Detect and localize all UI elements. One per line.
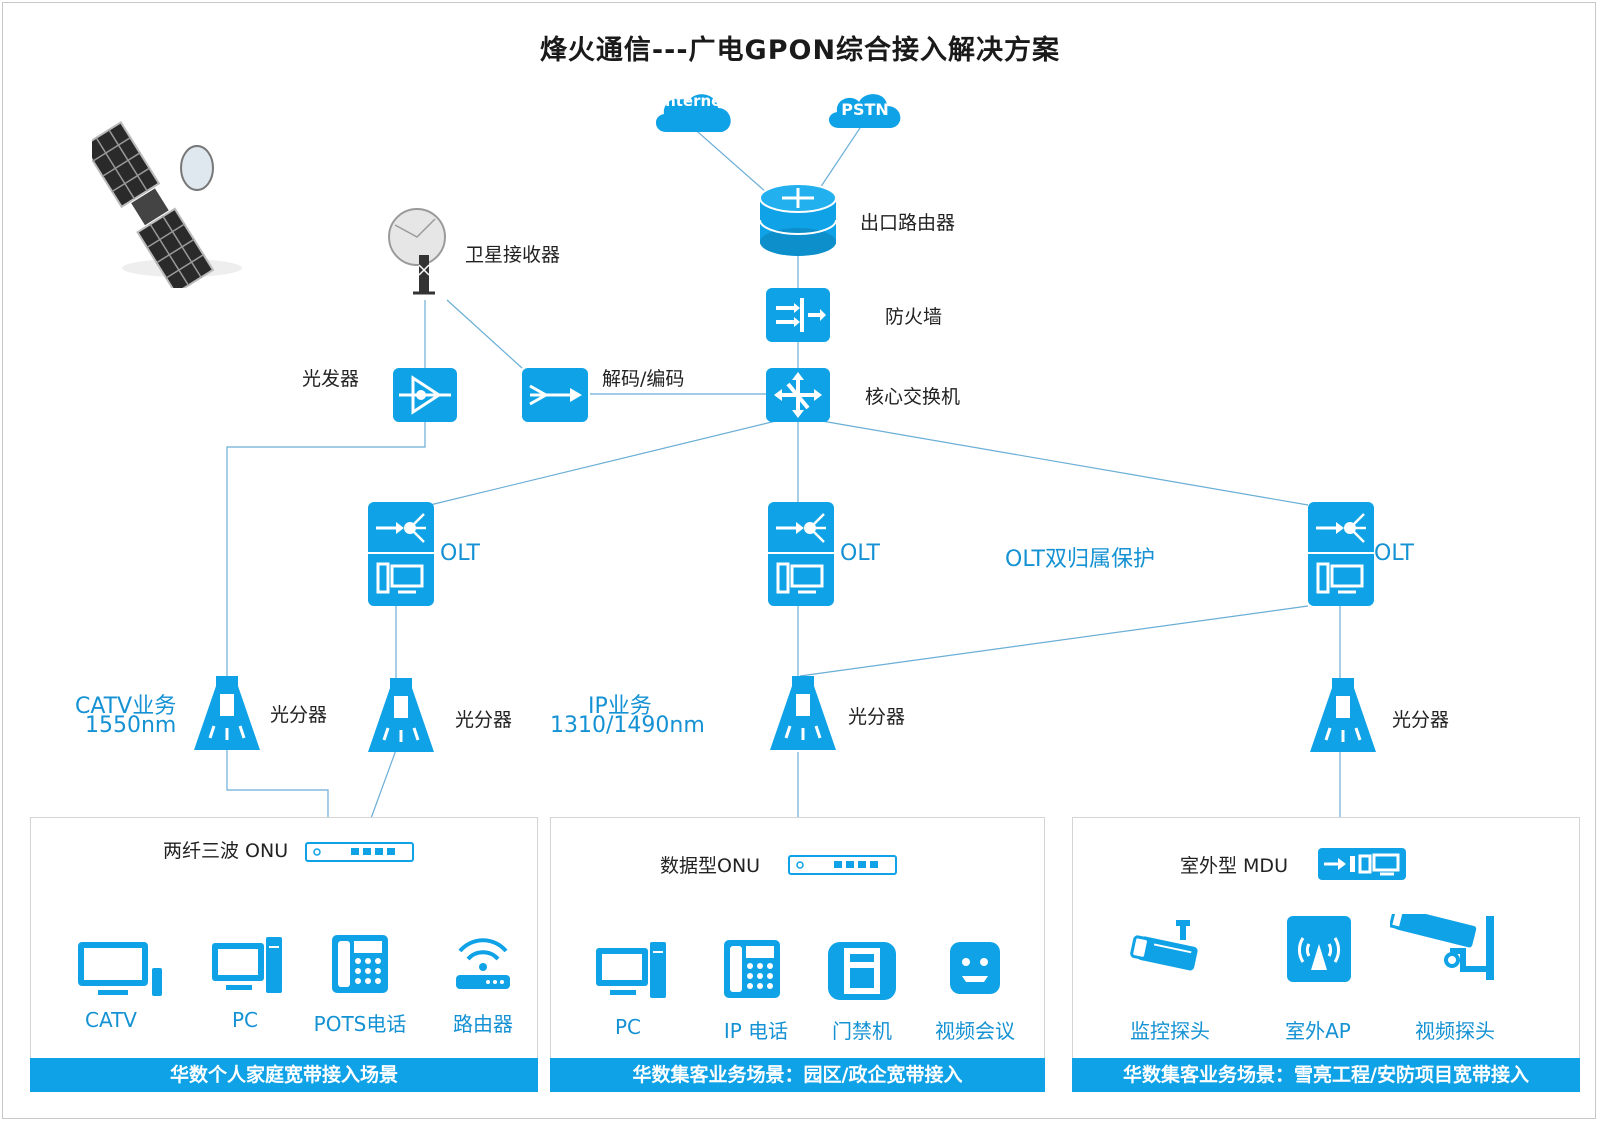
panel-title: 华数集客业务场景：雪亮工程/安防项目宽带接入 [1072, 1058, 1580, 1092]
endpoint-label: 门禁机 [832, 1019, 892, 1043]
router-label: 出口路由器 [860, 212, 956, 234]
splitter-icon [1308, 678, 1378, 752]
endpoint-label: PC [614, 1015, 642, 1039]
onu-icon [788, 855, 897, 875]
cloud-icon: Internet [652, 88, 736, 136]
ip-service-label: IP业务 [588, 694, 652, 719]
firewall-icon [766, 288, 830, 342]
internet-label: Internet [659, 92, 729, 110]
switch-icon [766, 368, 830, 422]
endpoint-label: IP 电话 [723, 1019, 789, 1043]
ip-wavelength-label: 1310/1490nm [550, 713, 705, 738]
splitter-label: 光分器 [848, 706, 906, 728]
router-icon [758, 180, 838, 260]
olt-label: OLT [1374, 541, 1414, 566]
transmitter-icon [393, 368, 457, 422]
pstn-label: PSTN [841, 100, 889, 119]
splitter-icon [192, 676, 262, 750]
endpoint-label: 监控探头 [1130, 1019, 1210, 1043]
pc-icon [210, 935, 285, 997]
splitter-label: 光分器 [270, 704, 328, 726]
endpoint-label: CATV [85, 1008, 137, 1032]
olt-label: OLT [840, 541, 880, 566]
pc-icon [594, 940, 669, 1002]
olt-icon [768, 502, 834, 606]
mdu-icon [1318, 848, 1406, 880]
endpoint-label: 路由器 [453, 1012, 513, 1036]
onu-icon [305, 842, 414, 862]
video-conf-icon [948, 940, 1002, 996]
firewall-label: 防火墙 [885, 306, 943, 328]
mdu-label: 室外型 MDU [1180, 855, 1288, 877]
page-title: 烽火通信---广电GPON综合接入解决方案 [539, 35, 1061, 66]
phone-icon [722, 938, 782, 1000]
scenario-panel-security: 华数集客业务场景：雪亮工程/安防项目宽带接入 [1072, 817, 1580, 1092]
endpoint-label: POTS电话 [313, 1012, 407, 1036]
sat-receiver-label: 卫星接收器 [465, 244, 561, 266]
catv-service-label: CATV业务 [75, 694, 177, 719]
camera-icon [1388, 906, 1502, 982]
cloud-icon: PSTN [825, 88, 905, 132]
codec-icon [522, 368, 588, 422]
olt-label: OLT [440, 541, 480, 566]
olt-icon [368, 502, 434, 606]
endpoint-label: PC [231, 1008, 259, 1032]
catv-wavelength-label: 1550nm [85, 713, 177, 738]
endpoint-label: 视频探头 [1415, 1019, 1495, 1043]
onu-label: 数据型ONU [660, 855, 761, 877]
panel-title: 华数集客业务场景：园区/政企宽带接入 [550, 1058, 1045, 1092]
ap-icon [1285, 914, 1353, 984]
splitter-label: 光分器 [455, 709, 513, 731]
codec-label: 解码/编码 [602, 368, 685, 390]
olt-icon [1308, 502, 1374, 606]
dish-icon [385, 205, 460, 297]
endpoint-label: 视频会议 [935, 1019, 1015, 1043]
splitter-icon [366, 678, 436, 752]
door-access-icon [826, 940, 898, 1002]
splitter-icon [768, 676, 838, 750]
splitter-label: 光分器 [1392, 709, 1450, 731]
wifi-router-icon [452, 933, 514, 993]
tv-icon [76, 940, 166, 1000]
core-switch-label: 核心交换机 [865, 386, 961, 408]
endpoint-label: 室外AP [1285, 1019, 1351, 1043]
transmitter-label: 光发器 [302, 368, 360, 390]
panel-title: 华数个人家庭宽带接入场景 [30, 1058, 538, 1092]
phone-icon [330, 933, 390, 995]
onu-label: 两纤三波 ONU [163, 840, 289, 862]
camera-icon [1130, 918, 1210, 980]
satellite-icon [82, 98, 252, 295]
dual-homing-label: OLT双归属保护 [1005, 547, 1155, 572]
